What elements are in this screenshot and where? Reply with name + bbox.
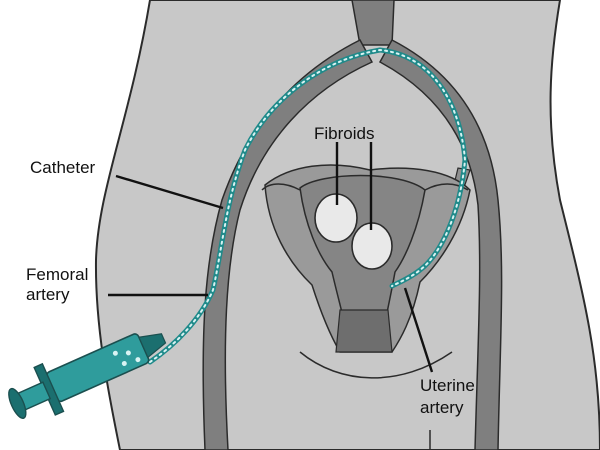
- cervix: [335, 309, 393, 353]
- label-femoral-line2: artery: [26, 285, 70, 304]
- aorta: [351, 0, 395, 46]
- label-uterine-line1: Uterine: [420, 376, 475, 395]
- label-femoral-line1: Femoral: [26, 265, 89, 284]
- label-uterine-line2: artery: [420, 398, 464, 417]
- catheter-path-dots: [149, 48, 467, 363]
- syringe: [8, 333, 167, 419]
- fallopian-tube-right: [424, 183, 469, 191]
- crotch-line: [299, 351, 453, 379]
- label-fibroids: Fibroids: [314, 124, 375, 143]
- syringe-plunger-cap: [8, 387, 27, 419]
- fallopian-tube-left: [261, 183, 301, 191]
- label-catheter: Catheter: [30, 158, 96, 177]
- leader-catheter: [115, 174, 224, 210]
- leader-uterine-artery: [403, 287, 434, 373]
- syringe-tip: [138, 333, 167, 359]
